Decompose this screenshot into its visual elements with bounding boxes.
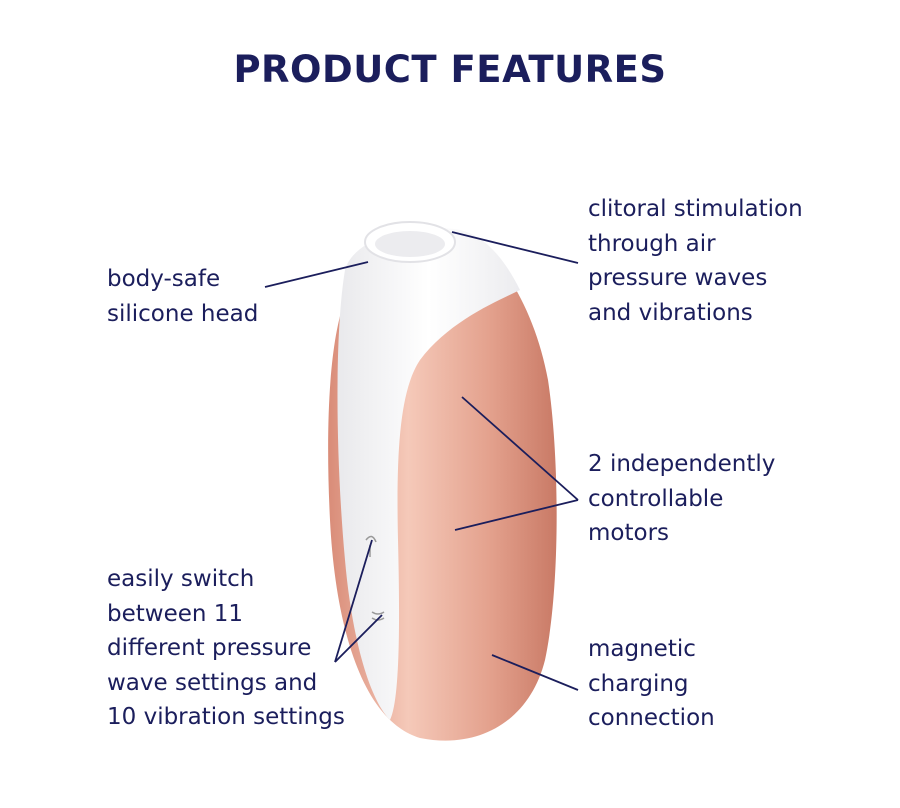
feature-line: different pressure — [107, 635, 312, 661]
feature-line: clitoral stimulation — [588, 196, 803, 222]
feature-motors: 2 independently controllable motors — [588, 447, 775, 551]
feature-settings: easily switch between 11 different press… — [107, 562, 345, 735]
feature-line: 10 vibration settings — [107, 704, 345, 730]
feature-line: body-safe — [107, 266, 221, 292]
page-title: PRODUCT FEATURES — [233, 48, 667, 91]
feature-line: wave settings and — [107, 669, 318, 696]
feature-line: controllable — [588, 485, 724, 512]
feature-line: motors — [588, 520, 670, 546]
feature-line: silicone head — [107, 300, 259, 327]
callout-lines — [264, 231, 579, 691]
feature-line: easily switch — [107, 566, 255, 592]
feature-line: between 11 — [107, 600, 244, 627]
feature-charging: magnetic charging connection — [588, 632, 715, 736]
feature-line: connection — [588, 705, 715, 731]
feature-line: through air — [588, 230, 716, 257]
feature-line: charging — [588, 670, 689, 697]
feature-line: pressure waves — [588, 265, 768, 291]
product-body — [328, 221, 557, 741]
feature-line: and vibrations — [588, 299, 753, 326]
feature-line: 2 independently — [588, 451, 776, 477]
feature-silicone-head: body-safe silicone head — [107, 262, 258, 331]
feature-air-pressure: clitoral stimulation through air pressur… — [588, 192, 803, 330]
feature-line: magnetic — [588, 636, 696, 662]
